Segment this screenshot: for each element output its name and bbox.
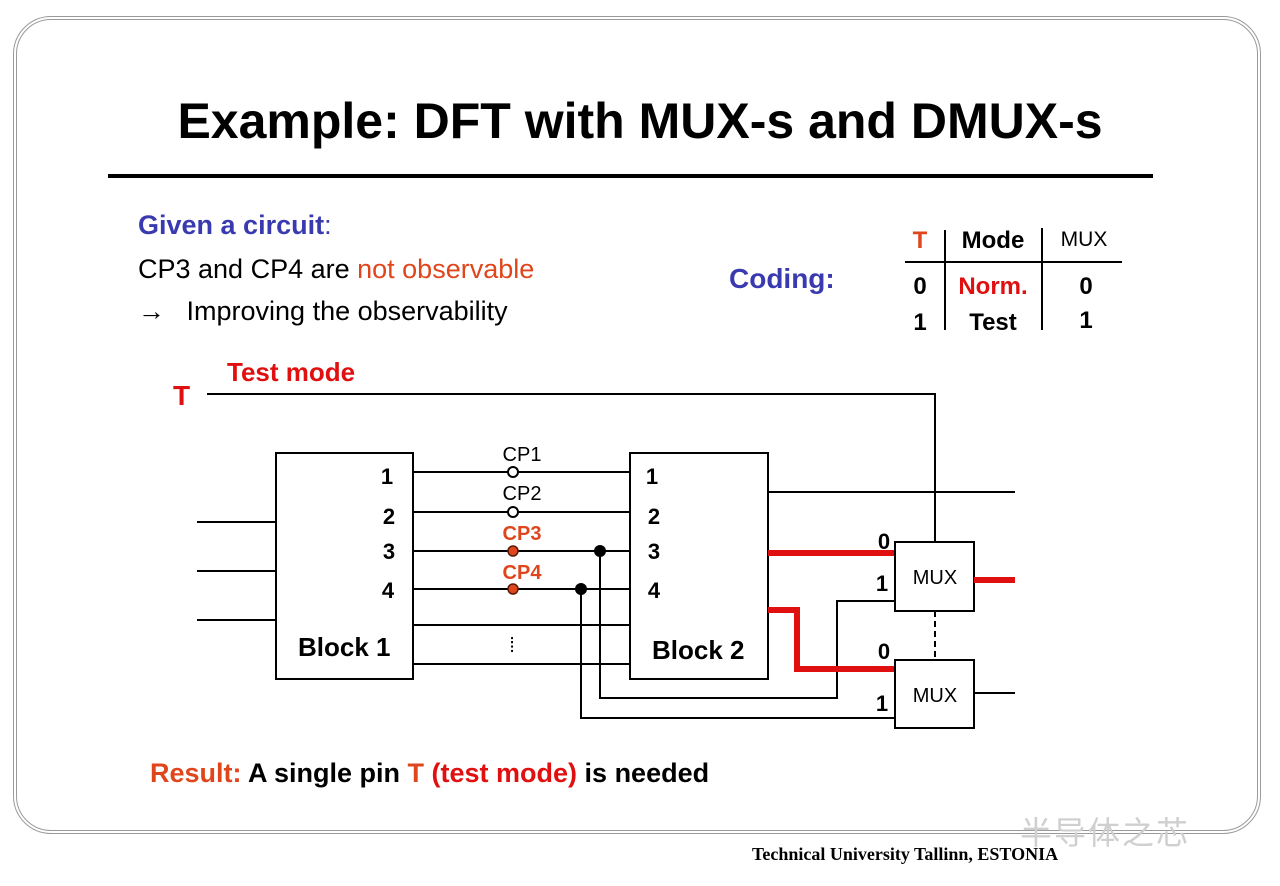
given-colon: : bbox=[324, 210, 332, 240]
mux-bottom-input-0-label: 0 bbox=[878, 639, 890, 664]
mux-top-input-0-label: 0 bbox=[878, 529, 890, 554]
block-2-port-1: 1 bbox=[646, 464, 658, 489]
cp3-observation-wire bbox=[599, 551, 895, 699]
block-2-output-to-mux-bottom bbox=[768, 607, 895, 672]
cp1-label: CP1 bbox=[503, 444, 542, 466]
line2-prefix: CP3 and CP4 are bbox=[138, 254, 358, 284]
title-underline bbox=[108, 174, 1153, 178]
block-1-port-3: 3 bbox=[383, 539, 395, 564]
given-label: Given a circuit bbox=[138, 210, 325, 240]
block-1 bbox=[275, 452, 414, 680]
result-text-1: A single pin bbox=[241, 758, 408, 788]
cp4-marker bbox=[507, 583, 519, 595]
cp3-marker bbox=[507, 545, 519, 557]
test-mode-label: Test mode bbox=[227, 357, 355, 387]
block-2 bbox=[629, 452, 769, 680]
intro-line-1: Given a circuit: bbox=[138, 210, 332, 241]
mux-bottom bbox=[894, 659, 975, 729]
coding-row1-mode: Norm. bbox=[958, 273, 1027, 300]
slide-frame bbox=[13, 16, 1261, 834]
result-label: Result: bbox=[150, 758, 242, 788]
coding-row1-mux: 0 bbox=[1079, 273, 1092, 300]
coding-row1-t: 0 bbox=[913, 273, 926, 300]
block-2-label: Block 2 bbox=[652, 635, 745, 665]
test-mode-wire bbox=[207, 393, 936, 543]
intro-line-3: → Improving the observability bbox=[138, 296, 508, 327]
cp2-marker bbox=[507, 506, 519, 518]
cp1-marker bbox=[507, 466, 519, 478]
mux-top-input-1-label: 1 bbox=[876, 571, 888, 596]
mux-bottom-input-1-label: 1 bbox=[876, 691, 888, 716]
block-2-port-2: 2 bbox=[648, 504, 660, 529]
result-line: Result: A single pin T (test mode) is ne… bbox=[150, 758, 709, 789]
block-2-port-4: 4 bbox=[648, 578, 661, 603]
arrow-icon: → bbox=[138, 296, 165, 326]
intro-line-2: CP3 and CP4 are not observable bbox=[138, 254, 534, 285]
block-2-port-3: 3 bbox=[648, 539, 660, 564]
line3-text: Improving the observability bbox=[186, 296, 508, 326]
block-1-port-4: 4 bbox=[382, 578, 395, 603]
not-observable-highlight: not observable bbox=[357, 254, 535, 284]
coding-row2-mode: Test bbox=[969, 309, 1017, 336]
coding-label: Coding: bbox=[729, 263, 835, 294]
cp4-label: CP4 bbox=[503, 562, 543, 584]
watermark: 半导体之芯 bbox=[1020, 815, 1191, 851]
slide-title: Example: DFT with MUX-s and DMUX-s bbox=[177, 93, 1103, 149]
coding-header-t: T bbox=[913, 227, 928, 254]
mux-top-label: MUX bbox=[913, 567, 957, 589]
mux-bottom-label: MUX bbox=[913, 685, 957, 707]
result-pin: T bbox=[407, 758, 425, 788]
footer-institution: Technical University Tallinn, ESTONIA bbox=[752, 844, 1059, 864]
cp4-observation-wire bbox=[580, 589, 895, 719]
cp3-label: CP3 bbox=[503, 523, 542, 545]
block-1-label: Block 1 bbox=[298, 632, 391, 662]
ellipsis-icon: ⁞ bbox=[509, 635, 515, 657]
cp2-label: CP2 bbox=[503, 483, 542, 505]
coding-row2-mux: 1 bbox=[1079, 307, 1092, 334]
result-pin-desc: (test mode) bbox=[424, 758, 578, 788]
result-text-2: is needed bbox=[577, 758, 710, 788]
coding-header-mode: Mode bbox=[962, 227, 1025, 254]
t-pin-label: T bbox=[173, 380, 190, 411]
block-1-port-1: 1 bbox=[381, 464, 393, 489]
block-1-port-2: 2 bbox=[383, 504, 395, 529]
coding-header-mux: MUX bbox=[1061, 228, 1108, 251]
coding-row2-t: 1 bbox=[913, 309, 926, 336]
